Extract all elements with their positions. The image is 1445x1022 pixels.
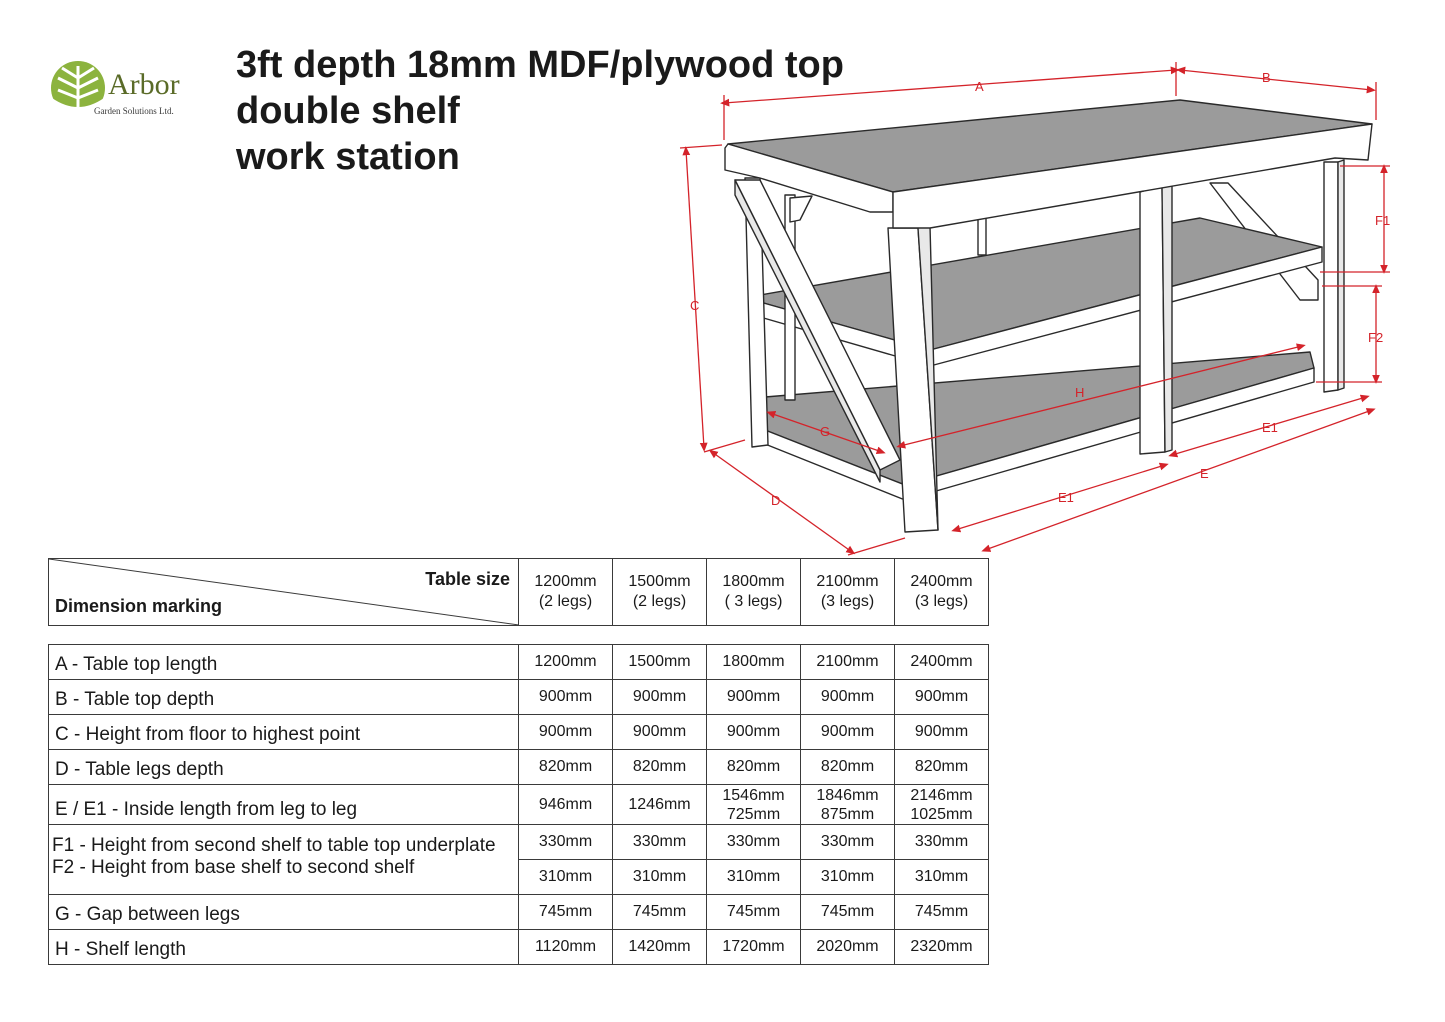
row-label: D - Table legs depth (48, 749, 519, 785)
diagonal-divider (49, 559, 519, 625)
arbor-logo: Arbor Garden Solutions Ltd. (50, 58, 220, 122)
row-label: A - Table top length (48, 644, 519, 680)
row-label-f: F1 - Height from second shelf to table t… (48, 824, 519, 895)
title-line-2: double shelf (236, 90, 460, 132)
row-label: H - Shelf length (48, 929, 519, 965)
table-size-label: Table size (425, 569, 510, 589)
workbench-frame (724, 99, 1373, 533)
size-col-1: 1200mm(2 legs) (518, 558, 613, 626)
row-label: C - Height from floor to highest point (48, 714, 519, 750)
table-row-e: E / E1 - Inside length from leg to leg 9… (48, 784, 989, 825)
size-col-4: 2100mm(3 legs) (800, 558, 895, 626)
dim-label-e1-front: E1 (1058, 490, 1074, 505)
dimension-marking-label: Dimension marking (55, 596, 223, 616)
size-col-2: 1500mm(2 legs) (612, 558, 707, 626)
dim-label-h: H (1075, 385, 1084, 400)
dim-label-c: C (690, 298, 699, 313)
page-title: 3ft depth 18mm MDF/plywood top double sh… (236, 42, 844, 180)
dim-label-e1-back: E1 (1262, 420, 1278, 435)
row-label: E / E1 - Inside length from leg to leg (48, 784, 519, 825)
dim-label-f2: F2 (1368, 330, 1383, 345)
table-row-f1: F1 - Height from second shelf to table t… (48, 824, 989, 895)
workbench-diagram: A B C D E E1 E1 F1 F2 G H (679, 62, 1390, 556)
row-label: G - Gap between legs (48, 894, 519, 930)
dimension-lines (679, 62, 1390, 556)
logo-subtitle: Garden Solutions Ltd. (94, 106, 174, 116)
header-corner-cell: Table size Dimension marking (48, 558, 519, 626)
size-header-table: Table size Dimension marking 1200mm(2 le… (48, 558, 989, 626)
title-line-3: work station (236, 136, 460, 178)
dimension-labels: A B C D E E1 E1 F1 F2 G H (690, 70, 1390, 508)
dim-label-g: G (820, 424, 830, 439)
dim-label-a: A (975, 79, 984, 94)
dim-label-d: D (771, 493, 780, 508)
leaf-icon (51, 61, 105, 118)
table-row-c: C - Height from floor to highest point 9… (48, 714, 989, 750)
dim-label-e: E (1200, 466, 1209, 481)
dim-label-f1: F1 (1375, 213, 1390, 228)
dim-label-b: B (1262, 70, 1271, 85)
logo-name: Arbor (108, 68, 180, 101)
row-label: B - Table top depth (48, 679, 519, 715)
size-col-3: 1800mm( 3 legs) (706, 558, 801, 626)
size-col-5: 2400mm(3 legs) (894, 558, 989, 626)
